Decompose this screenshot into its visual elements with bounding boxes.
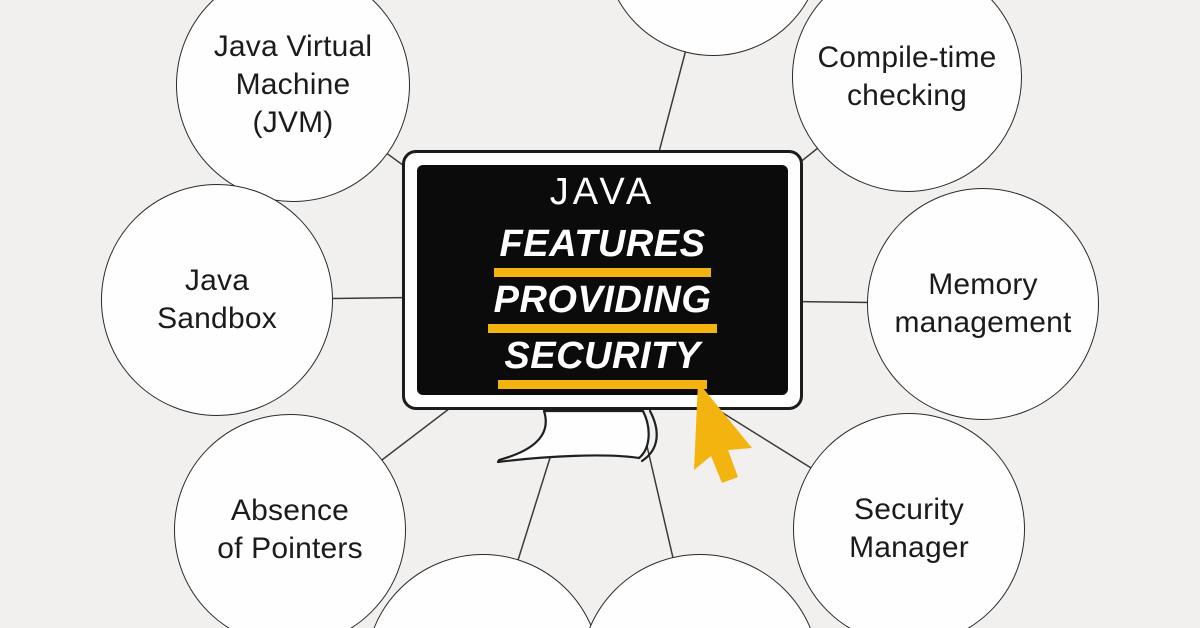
node-absence-of-pointers-label: Absence of Pointers [217, 492, 363, 568]
node-pointers-line1: Absence [230, 494, 350, 527]
monitor: JAVA FEATURES PROVIDING SECURITY [402, 150, 803, 410]
node-jvm-label: Java Virtual Machine (JVM) [214, 28, 373, 142]
node-absence-of-pointers: Absence of Pointers [174, 414, 406, 628]
node-security-manager: Security Manager [793, 413, 1025, 628]
screen-line-2: PROVIDING [487, 278, 718, 334]
node-jvm-line1: Java Virtual [213, 30, 373, 63]
node-memory-line2: management [894, 306, 1072, 339]
underlined-word-features: FEATURES [493, 225, 712, 277]
node-security-line2: Manager [849, 531, 969, 564]
node-memory-management-label: Memory management [894, 266, 1071, 342]
node-java-sandbox-label: Java Sandbox [157, 262, 277, 338]
node-sandbox-line2: Sandbox [157, 302, 277, 335]
node-security-manager-label: Security Manager [849, 491, 969, 567]
node-java-sandbox: Java Sandbox [101, 184, 333, 416]
underlined-word-security: SECURITY [498, 337, 707, 389]
screen-line-1: FEATURES [493, 222, 712, 278]
node-jvm-line3: (JVM) [252, 106, 334, 139]
cursor-arrow-shape [694, 382, 752, 483]
node-compile-time-label: Compile-time checking [817, 39, 996, 115]
node-pointers-line2: of Pointers [217, 532, 363, 565]
node-compile-line1: Compile-time [817, 41, 997, 74]
node-jvm: Java Virtual Machine (JVM) [176, 0, 410, 202]
monitor-screen: JAVA FEATURES PROVIDING SECURITY [417, 165, 788, 395]
screen-heading: JAVA [549, 170, 656, 213]
node-memory-line1: Memory [928, 268, 1038, 301]
underlined-word-providing: PROVIDING [487, 281, 718, 333]
node-security-line1: Security [854, 493, 964, 526]
node-memory-management: Memory management [867, 188, 1099, 420]
node-compile-line2: checking [846, 79, 967, 112]
monitor-stand-body [496, 409, 650, 464]
monitor-stand-curl [640, 409, 658, 463]
node-sandbox-line1: Java [184, 264, 250, 297]
screen-line-3: SECURITY [498, 334, 707, 390]
node-compile-time: Compile-time checking [792, 0, 1022, 192]
node-jvm-line2: Machine [235, 68, 351, 101]
